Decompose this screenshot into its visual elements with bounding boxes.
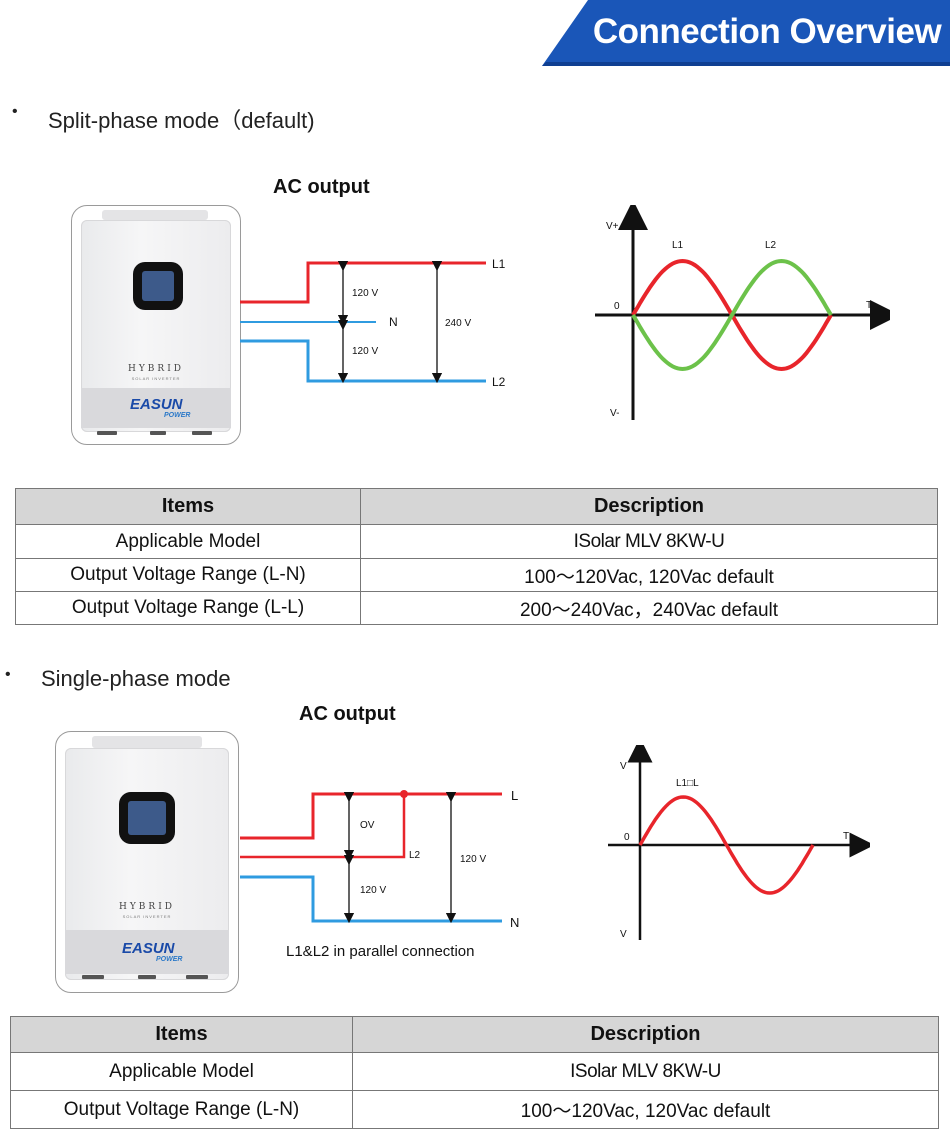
ac-output-label: AC output (273, 176, 370, 198)
label-n: N (510, 915, 519, 930)
inverter-port (82, 975, 104, 979)
inverter-port (186, 975, 208, 979)
split-phase-spec-table: Items Description Applicable Model ISola… (15, 488, 938, 625)
table-cell: Applicable Model (10, 1052, 353, 1091)
table-cell: Output Voltage Range (L-L) (15, 591, 361, 625)
table-header-items: Items (10, 1016, 353, 1053)
ac-output-label: AC output (299, 703, 396, 725)
waveform-v-top: V (620, 761, 627, 772)
inverter-image: HYBRID SOLAR INVERTER EASUN POWER (71, 205, 241, 445)
inverter-hybrid-label: HYBRID (128, 364, 184, 374)
wire-l1 (240, 261, 486, 304)
voltage-total: 120 V (460, 854, 486, 865)
table-header-row: Items Description (10, 1016, 939, 1053)
inverter-bracket (102, 210, 208, 220)
table-cell: ISolar MLV 8KW-U (360, 524, 938, 559)
inverter-logo: EASUN (122, 940, 175, 957)
waveform-t: T (866, 300, 872, 311)
waveform-zero: 0 (624, 832, 630, 843)
table-row: Output Voltage Range (L-L) 200～240Vac，24… (15, 591, 938, 625)
waveform-l1-label: L1 (672, 240, 684, 251)
inverter-logo: EASUN (130, 396, 183, 413)
waveform-zero: 0 (614, 301, 620, 312)
inverter-port (97, 431, 117, 435)
table-row: Applicable Model ISolar MLV 8KW-U (10, 1052, 939, 1091)
label-l2: L2 (492, 375, 506, 389)
page-title: Connection Overview (592, 12, 942, 51)
waveform-vminus: V- (610, 408, 619, 419)
wire-l2 (240, 794, 406, 859)
label-l2: L2 (409, 850, 421, 861)
single-phase-waveform: V V 0 T L1□L (608, 745, 870, 940)
label-n: N (389, 315, 398, 329)
inverter-hybrid-label: HYBRID (119, 902, 175, 912)
table-cell: 100～120Vac, 120Vac default (352, 1090, 939, 1129)
voltage-bottom: 120 V (360, 885, 386, 896)
table-row: Output Voltage Range (L-N) 100～120Vac, 1… (10, 1090, 939, 1129)
voltage-n-l2: 120 V (352, 346, 378, 357)
table-header-row: Items Description (15, 488, 938, 525)
voltage-l1-l2: 240 V (445, 318, 471, 329)
inverter-port (138, 975, 156, 979)
table-header-description: Description (352, 1016, 939, 1053)
inverter-port (150, 431, 166, 435)
bullet-icon: • (12, 103, 18, 120)
wiring-caption: L1&L2 in parallel connection (286, 943, 474, 960)
single-phase-wiring-diagram: OV 120 V 120 V L2 L N L1&L2 in parallel … (240, 788, 519, 960)
table-cell: ISolar MLV 8KW-U (352, 1052, 939, 1091)
section-title: Single-phase mode (41, 666, 231, 691)
banner-shape (542, 0, 950, 66)
waveform-label: L1□L (676, 778, 699, 789)
table-row: Applicable Model ISolar MLV 8KW-U (15, 524, 938, 559)
waveform-v-bottom: V (620, 929, 627, 940)
wire-n (240, 875, 502, 923)
single-phase-spec-table: Items Description Applicable Model ISola… (10, 1016, 939, 1129)
section-title: Split-phase mode（default) (48, 108, 315, 133)
label-l1: L1 (492, 257, 506, 271)
wire-l1 (240, 792, 502, 840)
inverter-logo-sub: POWER (164, 412, 191, 419)
table-cell: 100～120Vac, 120Vac default (360, 558, 938, 592)
waveform-vplus: V+ (606, 221, 619, 232)
inverter-screen-icon (133, 262, 183, 310)
inverter-band (81, 388, 231, 428)
table-header-items: Items (15, 488, 361, 525)
split-phase-waveform: V+ V- 0 T L1 L2 (595, 205, 890, 420)
bullet-icon: • (5, 666, 11, 683)
table-row: Output Voltage Range (L-N) 100～120Vac, 1… (15, 558, 938, 592)
inverter-image: HYBRID SOLAR INVERTER EASUN POWER (55, 731, 239, 993)
voltage-l1-n: 120 V (352, 288, 378, 299)
waveform-l2-label: L2 (765, 240, 777, 251)
label-l: L (511, 788, 518, 803)
junction-point (400, 790, 408, 798)
table-cell: Output Voltage Range (L-N) (15, 558, 361, 592)
header-banner: Connection Overview (542, 0, 950, 66)
waveform-l-curve (638, 795, 815, 895)
inverter-sub-label: SOLAR INVERTER (131, 376, 181, 381)
table-cell: 200～240Vac，240Vac default (360, 591, 938, 625)
table-cell: Applicable Model (15, 524, 361, 559)
table-cell: Output Voltage Range (L-N) (10, 1090, 353, 1129)
inverter-bracket (92, 736, 202, 748)
waveform-l2-curve (631, 258, 833, 372)
voltage-top: OV (360, 820, 375, 831)
inverter-logo-sub: POWER (156, 956, 183, 963)
waveform-t: T (843, 831, 849, 842)
split-phase-wiring-diagram: 120 V 120 V 240 V L1 N L2 (240, 257, 506, 389)
inverter-port (192, 431, 212, 435)
inverter-screen-icon (119, 792, 175, 844)
inverter-sub-label: SOLAR INVERTER (122, 914, 172, 919)
inverter-band (65, 930, 229, 974)
table-header-description: Description (360, 488, 938, 525)
wire-l2 (240, 339, 486, 383)
